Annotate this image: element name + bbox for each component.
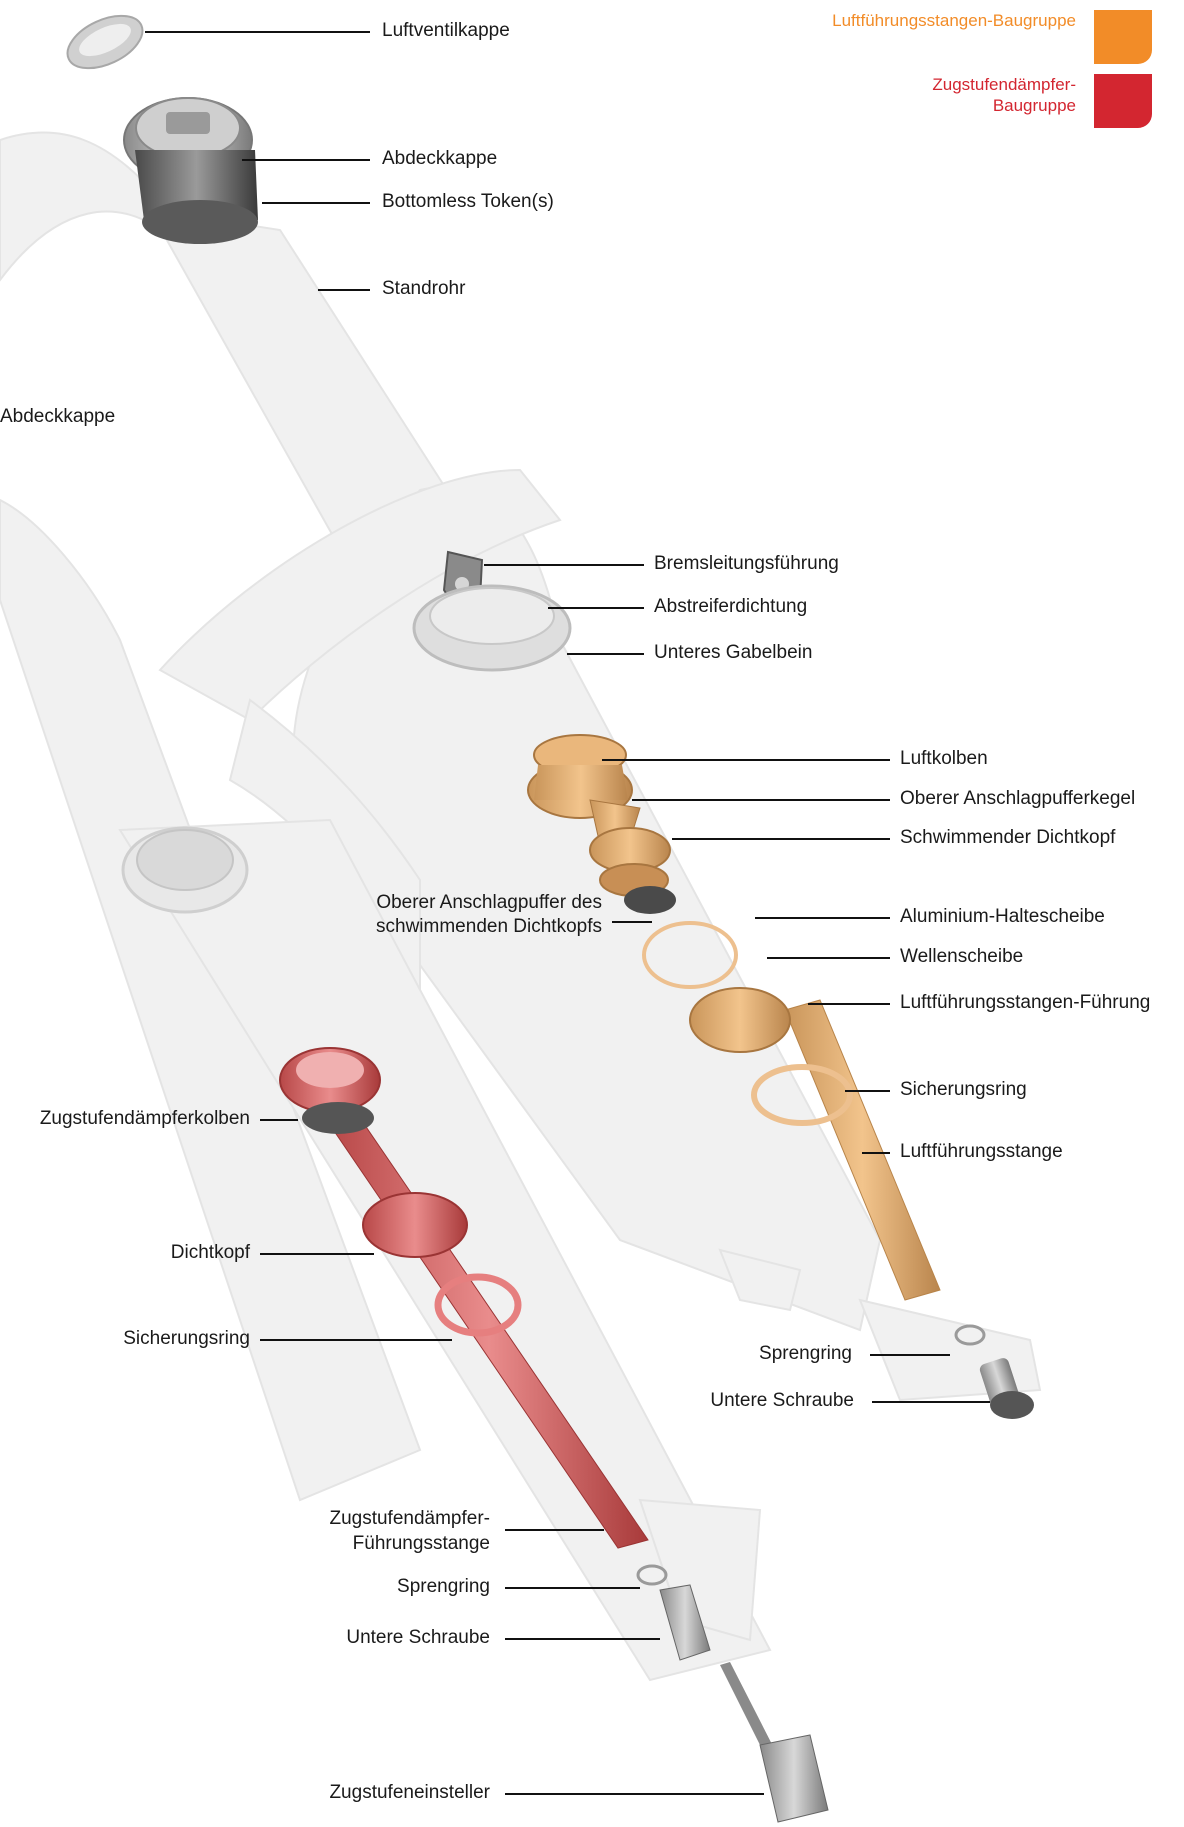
label-rebound-piston: Zugstufendämpferkolben xyxy=(40,1108,250,1130)
label-lower-leg: Unteres Gabelbein xyxy=(654,642,812,664)
label-bottom-bolt-right: Untere Schraube xyxy=(710,1390,854,1412)
label-air-valve-cap: Luftventilkappe xyxy=(382,20,510,42)
label-top-cap-left: Abdeckkappe xyxy=(0,406,115,428)
label-floating-top-out-2: schwimmenden Dichtkopfs xyxy=(376,916,602,938)
label-retaining-ring-right: Sicherungsring xyxy=(900,1079,1027,1101)
label-floating-top-out-1: Oberer Anschlagpuffer des xyxy=(376,892,602,914)
legend-label-rebound: Zugstufendämpfer-Baugruppe xyxy=(876,74,1076,116)
label-brake-hose-guide: Bremsleitungsführung xyxy=(654,553,839,575)
label-aluminum-washer: Aluminium-Haltescheibe xyxy=(900,906,1105,928)
wiper-seal-part xyxy=(414,586,570,670)
label-seal-head: Dichtkopf xyxy=(171,1242,250,1264)
top-cap-assembly xyxy=(124,98,258,244)
label-top-cap: Abdeckkappe xyxy=(382,148,497,170)
label-crush-washer-right: Sprengring xyxy=(759,1343,852,1365)
label-rebound-adjuster: Zugstufeneinsteller xyxy=(329,1782,490,1804)
legend-label-air-shaft: Luftführungsstangen-Baugruppe xyxy=(832,10,1076,31)
label-rebound-shaft-2: Führungsstange xyxy=(353,1533,490,1555)
legend-label-rebound-text: Zugstufendämpfer-Baugruppe xyxy=(906,74,1076,116)
label-air-shaft: Luftführungsstange xyxy=(900,1141,1063,1163)
left-wiper-seal xyxy=(123,828,247,912)
legend-swatch-rebound xyxy=(1094,74,1152,128)
label-retaining-ring-left: Sicherungsring xyxy=(123,1328,250,1350)
label-upper-tube: Standrohr xyxy=(382,278,465,300)
label-wiper-seal: Abstreiferdichtung xyxy=(654,596,807,618)
label-air-shaft-guide: Luftführungsstangen-Führung xyxy=(900,992,1150,1014)
label-crush-washer-left: Sprengring xyxy=(397,1576,490,1598)
label-floating-seal-head: Schwimmender Dichtkopf xyxy=(900,827,1115,849)
label-air-piston: Luftkolben xyxy=(900,748,988,770)
legend-swatch-air-shaft xyxy=(1094,10,1152,64)
label-rebound-shaft-1: Zugstufendämpfer- xyxy=(329,1508,490,1530)
air-valve-cap xyxy=(59,5,150,79)
label-wave-washer: Wellenscheibe xyxy=(900,946,1023,968)
label-bottom-bolt-left: Untere Schraube xyxy=(346,1627,490,1649)
label-bottomless-tokens: Bottomless Token(s) xyxy=(382,191,554,213)
label-top-out-cone: Oberer Anschlagpufferkegel xyxy=(900,788,1135,810)
